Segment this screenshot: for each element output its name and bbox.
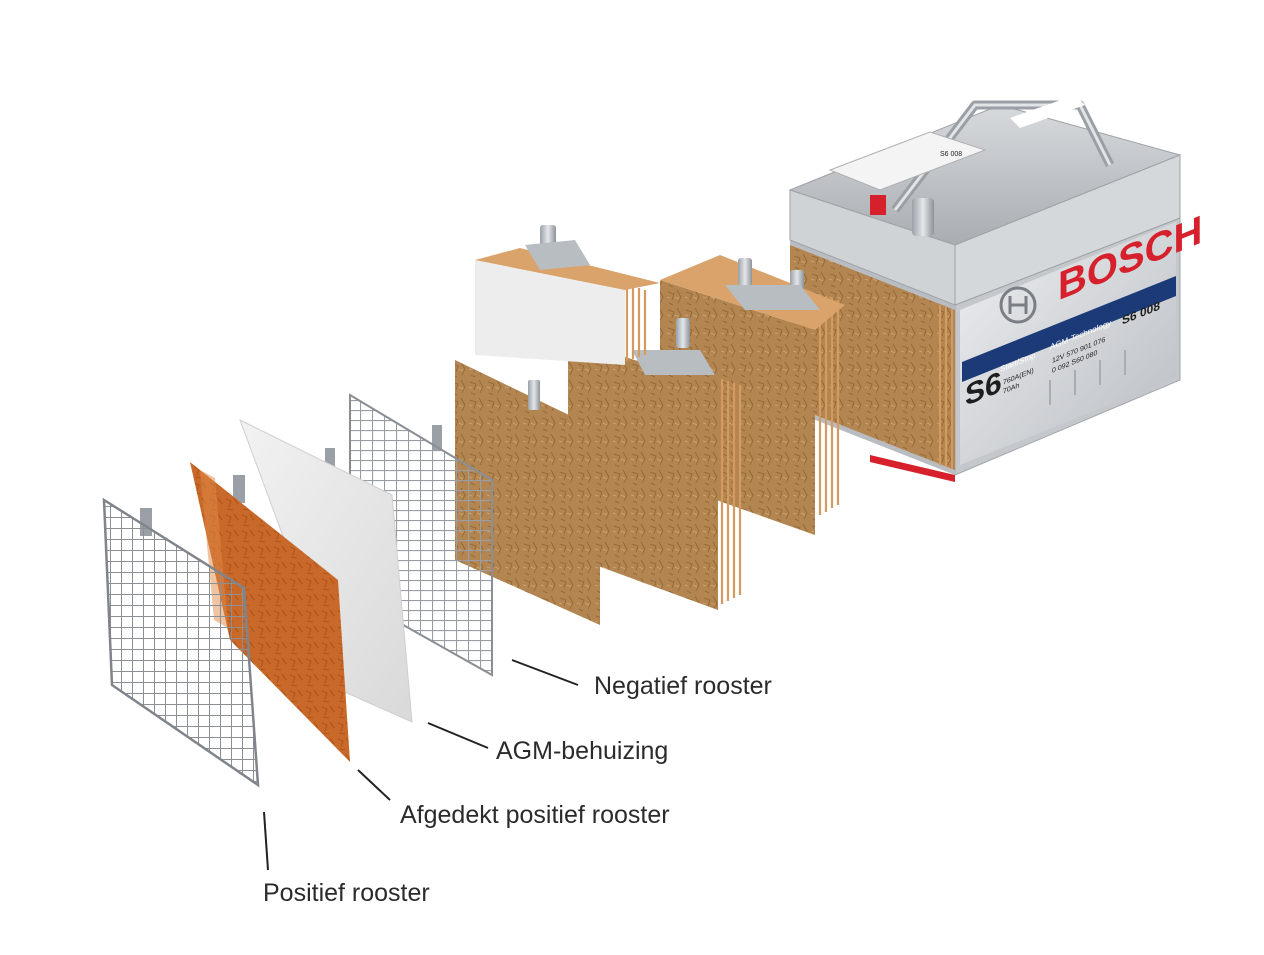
leader-negatief	[511, 659, 579, 686]
leader-agm	[427, 722, 489, 749]
plate-stack-2	[568, 318, 742, 610]
leader-afgedekt	[357, 769, 391, 801]
leader-positief	[263, 811, 269, 871]
label-agm-behuizing: AGM-behuizing	[496, 737, 669, 765]
plate-stack-1	[475, 225, 660, 365]
label-afgedekt-positief-rooster: Afgedekt positief rooster	[400, 801, 670, 829]
battery-top-label-code: S6 008	[940, 151, 962, 158]
label-positief-rooster: Positief rooster	[263, 879, 430, 907]
label-negatief-rooster: Negatief rooster	[594, 672, 772, 700]
positive-grid	[102, 497, 260, 788]
